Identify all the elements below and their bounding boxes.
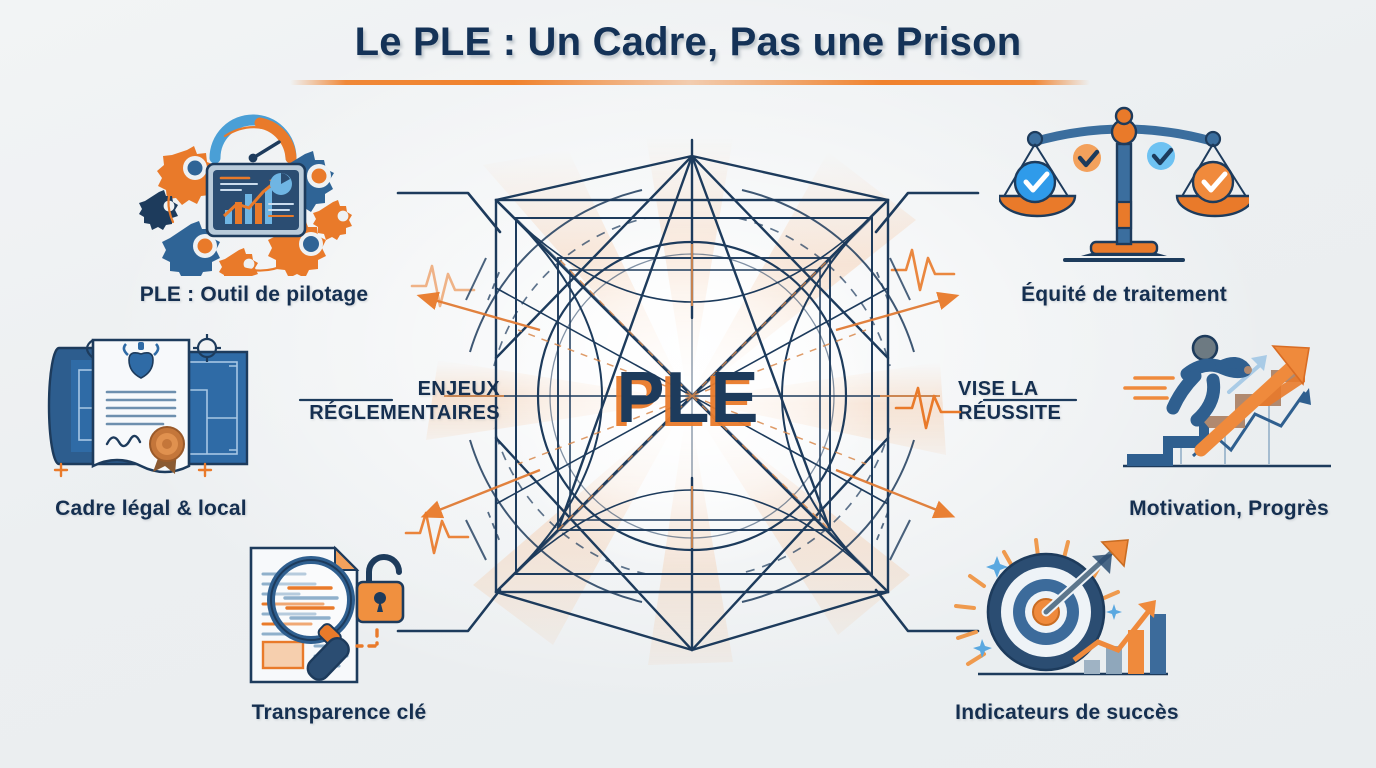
node-equite-de-traitement[interactable]: Équité de traitement (988, 106, 1260, 307)
inner-label-enjeux-line1: ENJEUX (417, 378, 500, 400)
node-motivation-progres[interactable]: Motivation, Progrès (1098, 330, 1360, 521)
legal-document-seal-icon (20, 330, 282, 495)
node-caption-outil-de-pilotage: PLE : Outil de pilotage (139, 283, 369, 306)
magnifier-document-lock-icon (208, 538, 470, 699)
page-title-container: Le PLE : Un Cadre, Pas une Prison (0, 20, 1376, 72)
gears-dashboard-icon (108, 106, 400, 288)
node-cadre-legal-local[interactable]: Cadre légal & local (20, 330, 282, 521)
inner-label-enjeux-reglementaires: ENJEUX RÉGLEMENTAIRES (250, 377, 500, 426)
inner-label-vise-la-reussite: VISE LA RÉUSSITE (958, 377, 1158, 426)
title-underline-accent (290, 80, 1090, 85)
node-caption-motivation-progres: Motivation, Progrès (1129, 497, 1329, 520)
page-title: Le PLE : Un Cadre, Pas une Prison (354, 20, 1022, 64)
inner-label-vise-line2: RÉUSSITE (958, 402, 1062, 425)
runner-stairs-arrow-icon (1098, 330, 1360, 495)
balance-scales-icon (988, 106, 1260, 281)
node-transparence-cle[interactable]: Transparence clé (208, 538, 470, 725)
node-caption-indicateurs-de-succes: Indicateurs de succès (955, 701, 1179, 724)
node-caption-equite-de-traitement: Équité de traitement (1021, 283, 1227, 306)
target-arrow-chart-icon (926, 538, 1208, 699)
node-outil-de-pilotage[interactable]: PLE : Outil de pilotage (108, 106, 400, 307)
node-caption-transparence-cle: Transparence clé (251, 701, 427, 724)
node-indicateurs-de-succes[interactable]: Indicateurs de succès (926, 538, 1208, 725)
inner-label-enjeux-line2: RÉGLEMENTAIRES (309, 402, 500, 425)
node-caption-cadre-legal-local: Cadre légal & local (55, 497, 247, 520)
inner-label-vise-line1: VISE LA (958, 378, 1039, 400)
